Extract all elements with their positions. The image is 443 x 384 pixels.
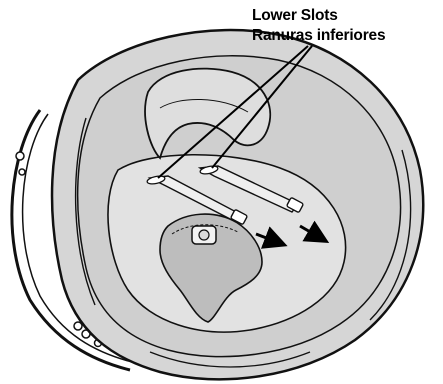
buckle-icon	[192, 226, 216, 244]
lower-slots-callout: Lower Slots Ranuras inferiores	[252, 6, 385, 46]
callout-label-spanish: Ranuras inferiores	[252, 26, 385, 46]
callout-label-english: Lower Slots	[252, 6, 385, 26]
